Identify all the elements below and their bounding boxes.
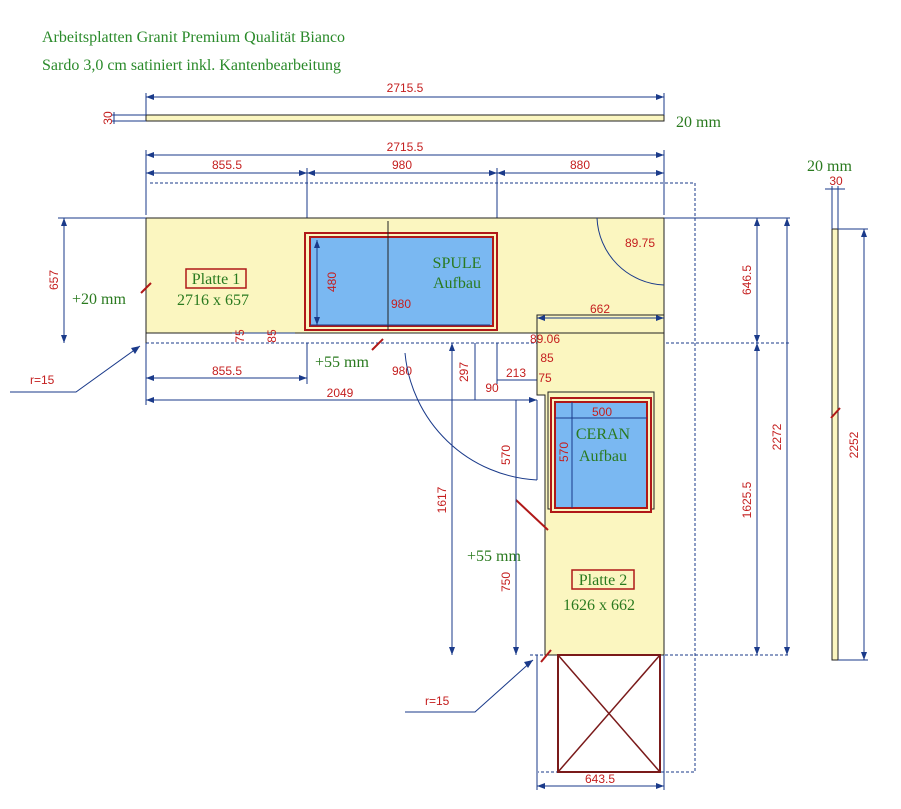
dim-seg-a2: 855.5: [212, 364, 242, 378]
dim-cooktop-w: 500: [592, 405, 612, 419]
dim-1625: 1625.5: [740, 481, 754, 518]
top-dimension-chain: [145, 150, 665, 235]
dim-213: 213: [506, 366, 526, 380]
dim-1617: 1617: [435, 486, 449, 513]
dim-corner: 89.75: [625, 236, 655, 250]
dim-r1: r=15: [30, 373, 55, 387]
cooktop-cutout: [554, 401, 648, 509]
dim-662: 662: [590, 302, 610, 316]
slab-1-overhang-left: +20 mm: [72, 291, 126, 308]
leader-r2: [405, 659, 534, 713]
cooktop-label-2: Aufbau: [579, 448, 627, 465]
sink-label-2: Aufbau: [433, 275, 481, 292]
top-strip-overhang: 20 mm: [676, 114, 721, 131]
side-strip-thickness: 30: [829, 174, 843, 188]
dim-657: 657: [47, 270, 61, 290]
dim-2049: 2049: [327, 386, 354, 400]
dim-90: 90: [485, 381, 499, 395]
dim-6435: 643.5: [585, 772, 615, 786]
dim-total-top: 2715.5: [387, 140, 424, 154]
slab-1-size: 2716 x 657: [177, 292, 249, 309]
sink-cutout: [309, 236, 494, 327]
dim-297: 297: [457, 362, 471, 382]
slab-1-overhang-front: +55 mm: [315, 354, 369, 371]
side-strip-length: 2252: [847, 431, 861, 458]
side-strip: [825, 186, 868, 661]
dim-85b: 85: [540, 351, 554, 365]
cooktop-label-1: CERAN: [576, 426, 631, 443]
dim-seg-a: 855.5: [212, 158, 242, 172]
dim-sink-width: 980: [391, 297, 411, 311]
slab-1-name: Platte 1: [192, 271, 240, 288]
sink-label-1: SPULE: [433, 255, 482, 272]
dim-2272: 2272: [770, 423, 784, 450]
top-strip: [112, 93, 665, 124]
dim-570b: 570: [499, 445, 513, 465]
slab-2-name: Platte 2: [579, 572, 627, 589]
dim-r2: r=15: [425, 694, 450, 708]
dim-sink-height: 480: [325, 272, 339, 292]
dim-seg-c: 880: [570, 158, 590, 172]
dim-750: 750: [499, 572, 513, 592]
title-line-2: Sardo 3,0 cm satiniert inkl. Kantenbearb…: [42, 57, 341, 74]
slab-2-overhang: +55 mm: [467, 548, 521, 565]
leader-r1: [10, 345, 141, 393]
title-line-1: Arbeitsplatten Granit Premium Qualität B…: [42, 29, 345, 46]
corner-arc: [596, 217, 665, 286]
dim-75: 75: [233, 329, 247, 343]
top-strip-length: 2715.5: [387, 81, 424, 95]
top-strip-thickness: 30: [101, 111, 115, 125]
dim-646: 646.5: [740, 265, 754, 295]
side-strip-overhang: 20 mm: [807, 158, 852, 175]
slab-2-size: 1626 x 662: [563, 597, 635, 614]
dim-seg-b: 980: [392, 158, 412, 172]
dim-cooktop-h: 570: [557, 442, 571, 462]
dim-85: 85: [265, 329, 279, 343]
swing-arc: [404, 352, 538, 481]
dim-75b: 75: [538, 371, 552, 385]
dim-89: 89.06: [530, 332, 560, 346]
